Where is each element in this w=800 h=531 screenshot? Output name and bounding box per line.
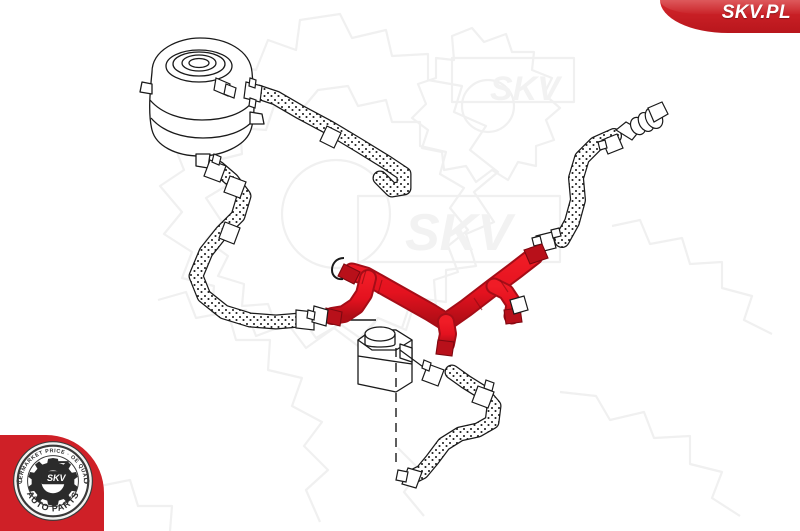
retaining-clip: [509, 295, 529, 315]
hose-clamp: [243, 77, 263, 109]
hose-clamp: [597, 133, 624, 155]
hose-clamp: [421, 359, 445, 387]
quality-badge: SKV AFTERMARKET PRICE · OE QUALITY AUTO …: [0, 430, 118, 531]
left-coolant-hose: [188, 160, 308, 330]
retaining-clip: [330, 257, 345, 281]
upper-coolant-hose: [250, 84, 412, 198]
auxiliary-reservoir: [357, 326, 413, 393]
quality-badge-center-text: SKV: [47, 473, 67, 483]
right-coolant-hose: [554, 128, 622, 248]
coolant-expansion-tank: [139, 37, 265, 169]
watermark-skv-main: SKV: [405, 204, 516, 262]
hose-clamp: [218, 221, 241, 245]
hose-clamp: [531, 227, 562, 253]
tank-upper-outlet: [213, 77, 237, 99]
watermark-skv-small: SKV: [490, 70, 563, 108]
quality-badge-medallion: SKV AFTERMARKET PRICE · OE QUALITY AUTO …: [12, 440, 94, 522]
retaining-clip: [306, 305, 329, 327]
quick-connect-fitting: [614, 101, 669, 141]
hose-clamp: [319, 125, 342, 149]
hose-end-connector-bottom: [395, 467, 423, 489]
hose-clamp: [223, 175, 247, 199]
hose-clamp: [471, 379, 495, 409]
hose-clamp: [203, 153, 227, 183]
